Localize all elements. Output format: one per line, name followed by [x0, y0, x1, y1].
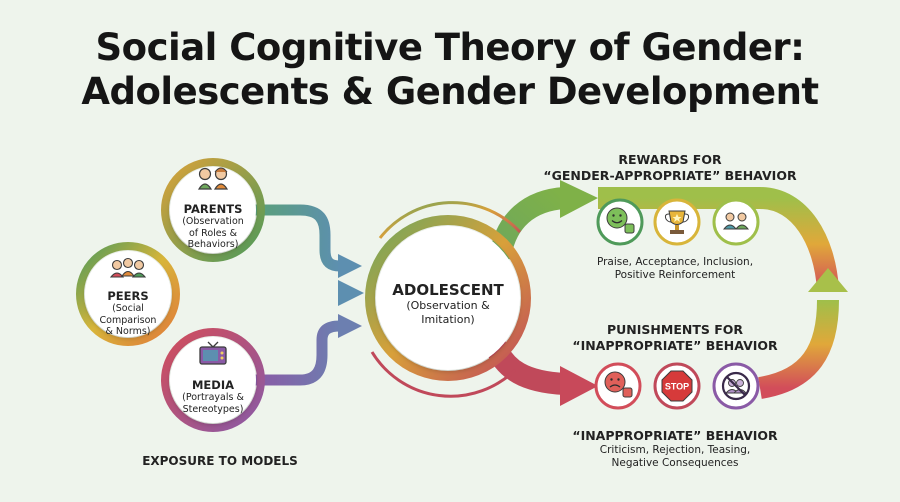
center-circle [376, 226, 520, 370]
peers-label: PEERS (Social Comparison & Norms) [83, 289, 173, 338]
center-sub-1: (Observation & [406, 299, 490, 312]
parents-label: PARENTS (Observation of Roles & Behavior… [168, 202, 258, 251]
parents-arrow [255, 204, 341, 272]
rewards-heading: REWARDS FOR “GENDER-APPROPRIATE” BEHAVIO… [540, 152, 800, 184]
center-sub-2: Imitation) [421, 313, 475, 326]
rewards-details-2: Positive Reinforcement [614, 269, 736, 281]
punishments-heading-2: “INAPPROPRIATE” BEHAVIOR [572, 338, 778, 353]
no-group-icon [721, 371, 751, 401]
inappropriate-heading: “INAPPROPRIATE” BEHAVIOR [572, 428, 778, 443]
peers-sub-3: & Norms) [105, 326, 151, 337]
parents-ring [161, 158, 265, 262]
media-circle [170, 337, 256, 423]
parents-circle [170, 167, 256, 253]
reward-icon-3-ring [712, 198, 760, 246]
peers-name: PEERS [107, 289, 149, 303]
smile-thumbs-up-icon [606, 207, 635, 234]
punishments-heading-1: PUNISHMENTS FOR [607, 322, 743, 337]
peers-sub-2: Comparison [99, 314, 157, 326]
parents-sub-1: (Observation [182, 216, 244, 227]
inappropriate-block: “INAPPROPRIATE” BEHAVIOR Criticism, Reje… [555, 428, 795, 470]
rewards-heading-2: “GENDER-APPROPRIATE” BEHAVIOR [543, 168, 797, 183]
center-arc-outer-bottom [370, 351, 517, 398]
loop-arrowhead [808, 268, 848, 292]
media-label: MEDIA (Portrayals & Stereotypes) [168, 378, 258, 415]
punishment-arrowhead [560, 366, 598, 406]
rewards-details: Praise, Acceptance, Inclusion, Positive … [575, 256, 775, 282]
sad-thumbs-down-icon [604, 371, 633, 398]
group-icon [722, 212, 750, 230]
loop-band [757, 299, 839, 399]
peers-ring [76, 242, 180, 346]
tv-icon [199, 341, 227, 365]
exposure-caption: EXPOSURE TO MODELS [142, 454, 298, 468]
parents-name: PARENTS [183, 202, 243, 216]
stop-label: STOP [665, 382, 689, 392]
parents-icon [197, 167, 229, 190]
inappropriate-details-1: Criticism, Rejection, Teasing, [599, 444, 751, 456]
media-arrow [255, 320, 341, 386]
reward-arrowhead [560, 180, 598, 218]
media-arrowhead [338, 314, 362, 338]
peers-icon [109, 257, 147, 278]
rewards-heading-1: REWARDS FOR [618, 152, 722, 167]
peers-arrowhead [338, 280, 364, 306]
center-ring [365, 215, 531, 381]
page-title: Social Cognitive Theory of Gender: Adole… [0, 26, 900, 114]
inappropriate-details-2: Negative Consequences [611, 457, 739, 469]
media-sub-2: Stereotypes) [182, 403, 244, 415]
media-ring [161, 328, 265, 432]
title-line-2: Adolescents & Gender Development [81, 70, 819, 113]
media-name: MEDIA [191, 378, 235, 392]
peers-circle [85, 251, 171, 337]
parents-arrowhead [338, 254, 362, 278]
parents-sub-2: of Roles & [188, 227, 238, 239]
parents-sub-3: Behaviors) [187, 239, 239, 250]
stop-sign-icon: STOP [661, 370, 693, 402]
media-sub-1: (Portrayals & [182, 392, 244, 403]
rewards-details-1: Praise, Acceptance, Inclusion, [596, 256, 754, 268]
trophy-icon [664, 210, 690, 234]
center-arc-outer [378, 201, 522, 239]
center-label: ADOLESCENT (Observation & Imitation) [378, 281, 518, 327]
center-name: ADOLESCENT [392, 281, 504, 299]
title-line-1: Social Cognitive Theory of Gender: [95, 26, 805, 69]
peers-sub-1: (Social [112, 303, 144, 314]
punishments-heading: PUNISHMENTS FOR “INAPPROPRIATE” BEHAVIOR [560, 322, 790, 354]
